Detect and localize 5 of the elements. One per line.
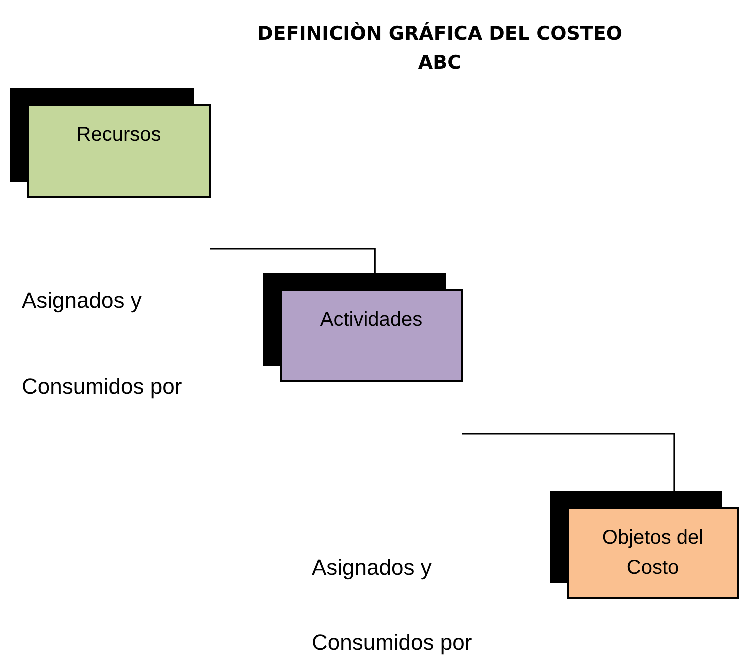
edge-note: Consumidos por [22, 373, 182, 401]
edge-note: Asignados y [312, 554, 432, 582]
edge-note: Consumidos por [312, 629, 472, 657]
title: DEFINICIÒN GRÁFICA DEL COSTEO ABC [256, 21, 624, 76]
edge-note: Asignados y [22, 287, 142, 315]
